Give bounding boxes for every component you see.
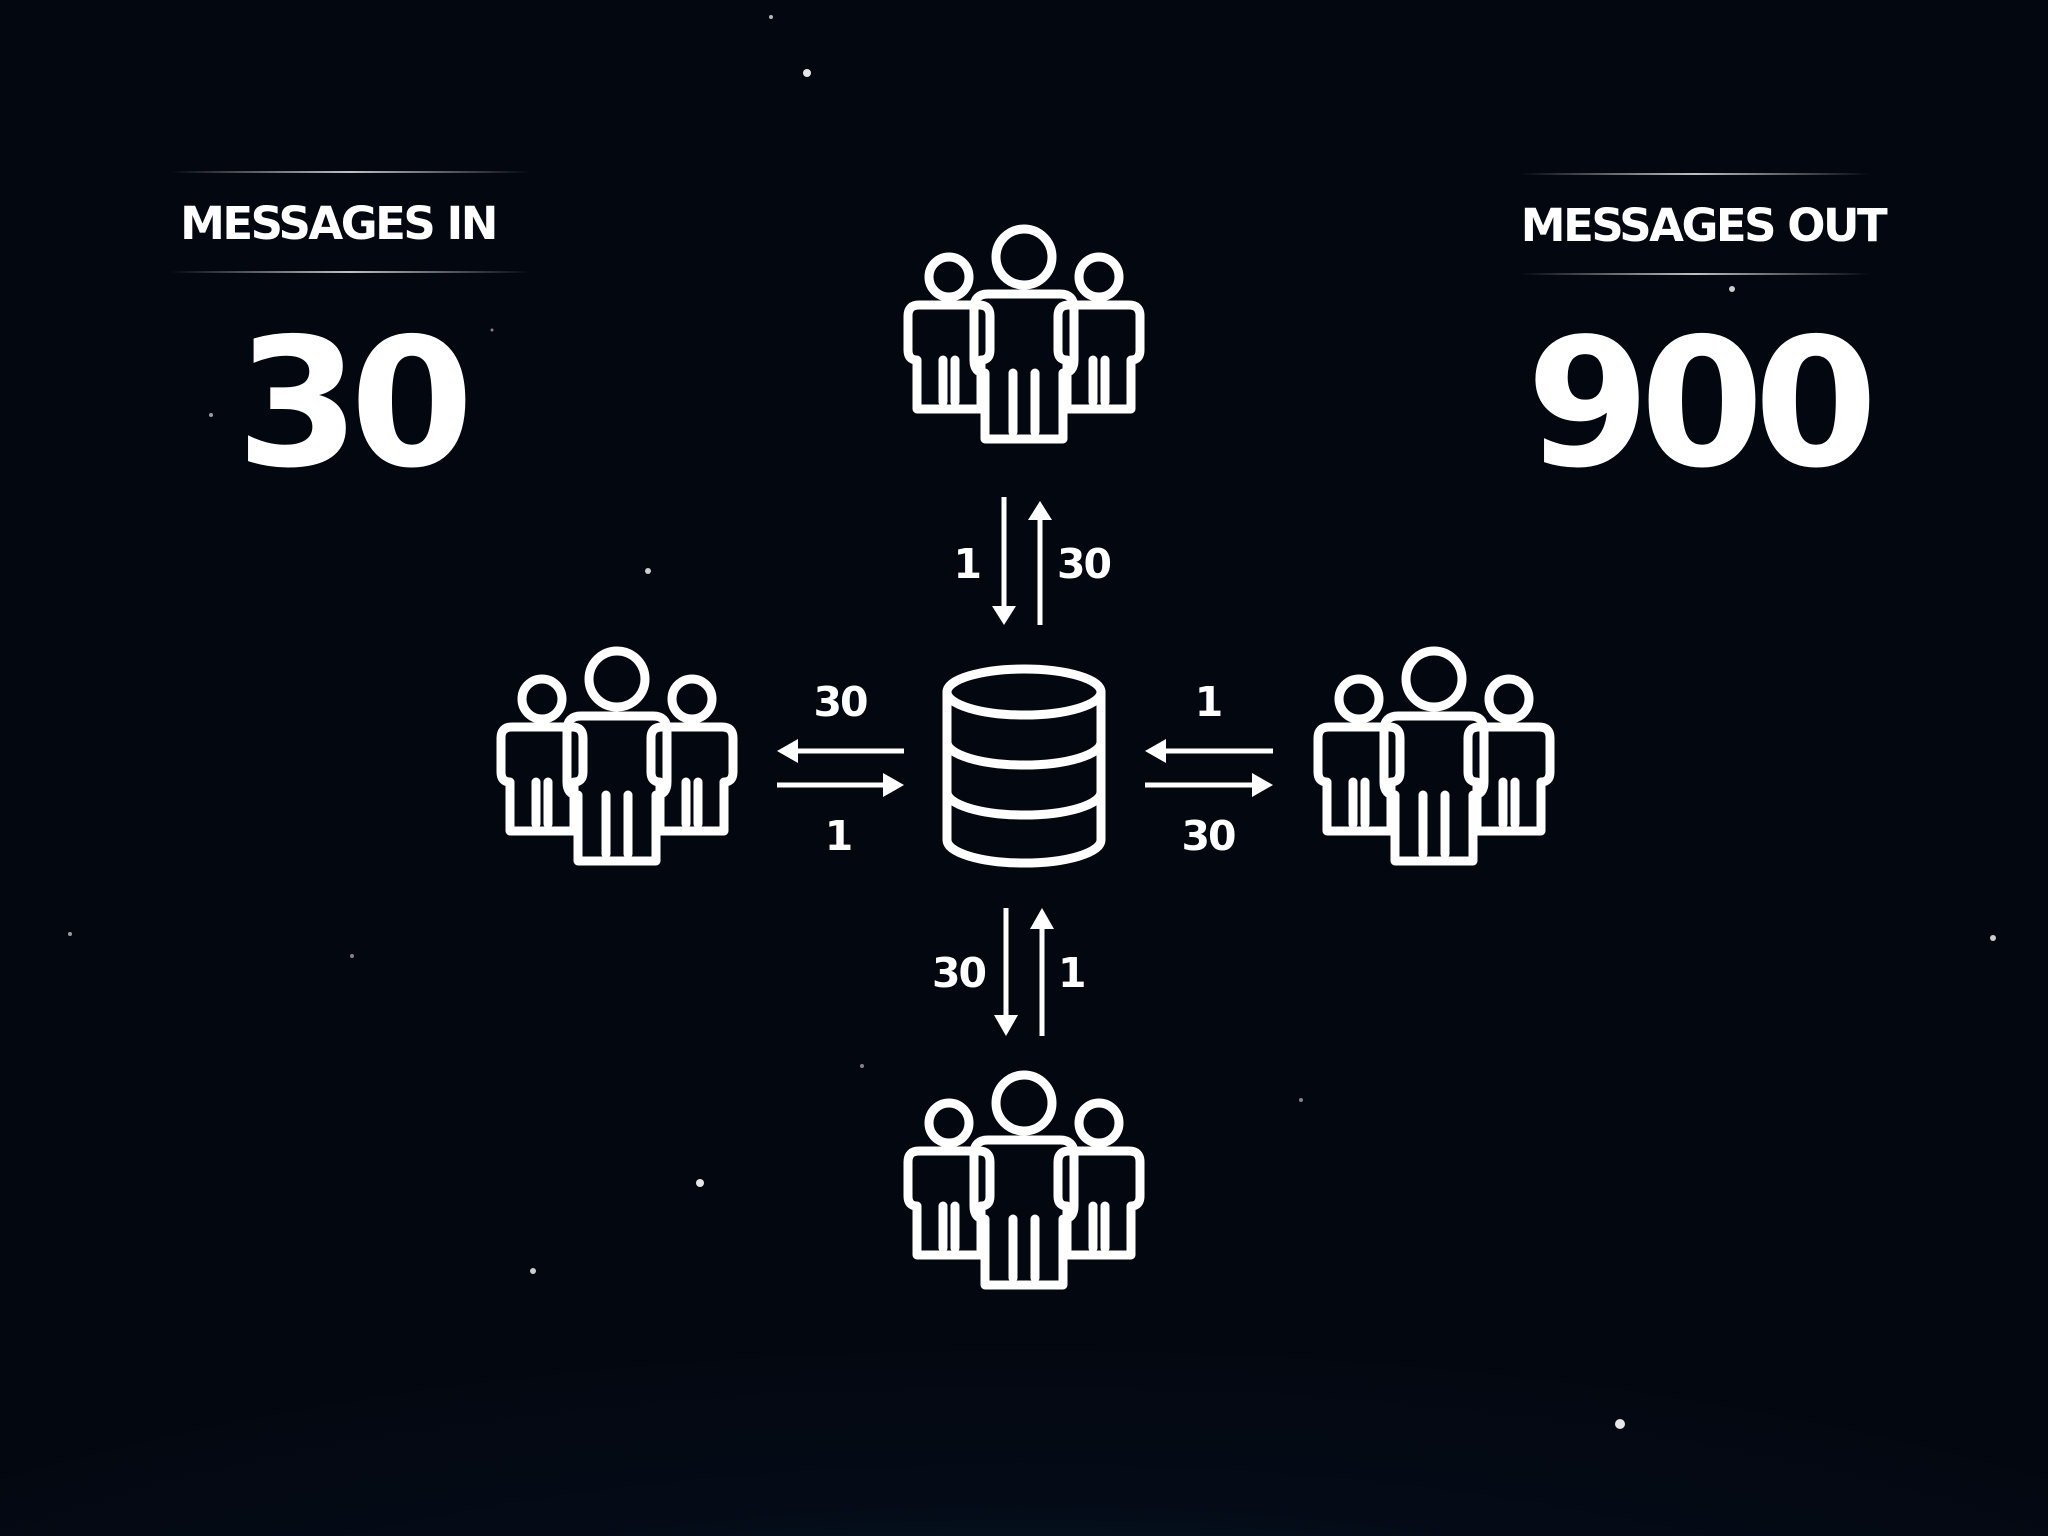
messages-in-label: MESSAGES IN: [180, 197, 496, 250]
messages-out-divider-bottom: [1520, 273, 1870, 275]
arrow-left-to-database: [777, 773, 904, 797]
people-group-icon-top: [908, 229, 1140, 439]
people-group-icon-right: [1318, 651, 1550, 861]
arrow-label-database-to-bottom: 30: [932, 949, 986, 997]
people-group-icon-left: [501, 651, 733, 861]
arrow-label-database-to-right: 30: [1181, 812, 1235, 860]
arrow-database-to-right: [1145, 773, 1273, 797]
bottom-arrows: 30 1: [932, 908, 1087, 1036]
arrow-database-to-bottom: [994, 908, 1018, 1036]
arrow-label-right-to-database: 1: [1195, 678, 1222, 726]
arrow-top-to-database: [992, 497, 1016, 625]
messages-in-divider-bottom: [170, 271, 530, 273]
arrow-label-database-to-left: 30: [813, 678, 867, 726]
arrow-right-to-database: [1145, 739, 1273, 763]
arrow-database-to-top: [1028, 501, 1052, 625]
database-icon: [942, 664, 1106, 868]
arrow-bottom-to-database: [1030, 908, 1054, 1036]
arrow-database-to-left: [777, 739, 904, 763]
starfield: [68, 15, 1996, 1429]
messages-in-value: 30: [236, 300, 466, 507]
arrow-label-top-to-database: 1: [953, 540, 980, 588]
arrow-label-database-to-top: 30: [1057, 540, 1111, 588]
messages-out-divider-top: [1520, 173, 1870, 175]
arrow-label-left-to-database: 1: [825, 812, 852, 860]
people-group-icon-bottom: [908, 1075, 1140, 1285]
left-arrows: 30 1: [777, 678, 904, 860]
messages-in-stat: MESSAGES IN 30: [170, 171, 530, 507]
top-arrows: 1 30: [953, 497, 1113, 625]
messages-in-divider-top: [170, 171, 530, 173]
right-arrows: 1 30: [1145, 678, 1273, 860]
messages-out-stat: MESSAGES OUT 900: [1520, 173, 1890, 507]
messages-out-value: 900: [1526, 300, 1870, 507]
messages-out-label: MESSAGES OUT: [1521, 199, 1888, 252]
arrow-label-bottom-to-database: 1: [1058, 949, 1085, 997]
